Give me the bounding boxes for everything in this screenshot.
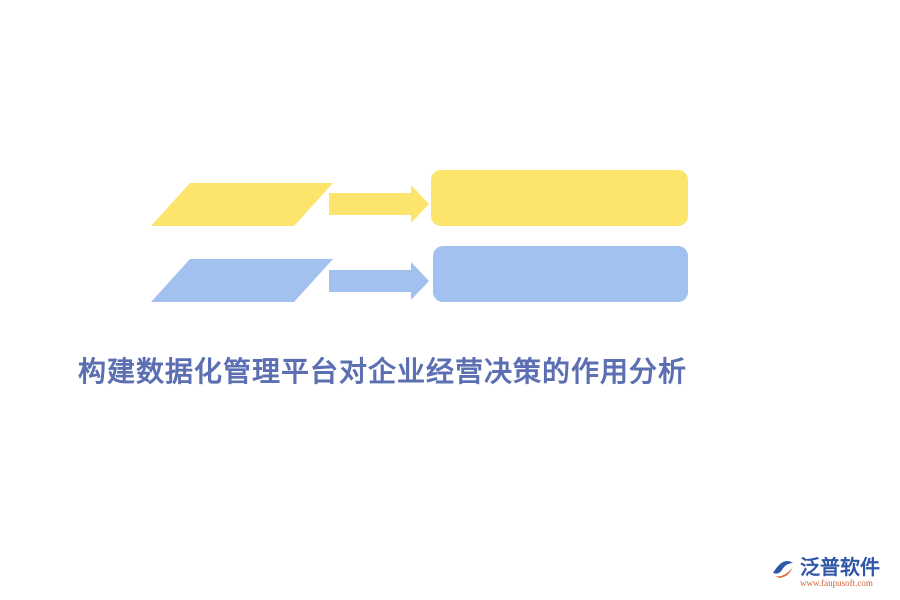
arrow-1 [329, 185, 429, 223]
output-box-1 [431, 170, 688, 226]
brand-logo: 泛普软件 www.fanpusoft.com [770, 551, 894, 595]
brand-url: www.fanpusoft.com [800, 578, 873, 588]
output-box-2 [433, 246, 688, 302]
arrow-2 [329, 262, 429, 300]
input-parallelogram-2 [151, 259, 333, 302]
diagram-title: 构建数据化管理平台对企业经营决策的作用分析 [78, 355, 688, 388]
brand-mark-icon [773, 560, 793, 578]
brand-name: 泛普软件 [800, 555, 880, 579]
input-parallelogram-1 [151, 183, 333, 226]
